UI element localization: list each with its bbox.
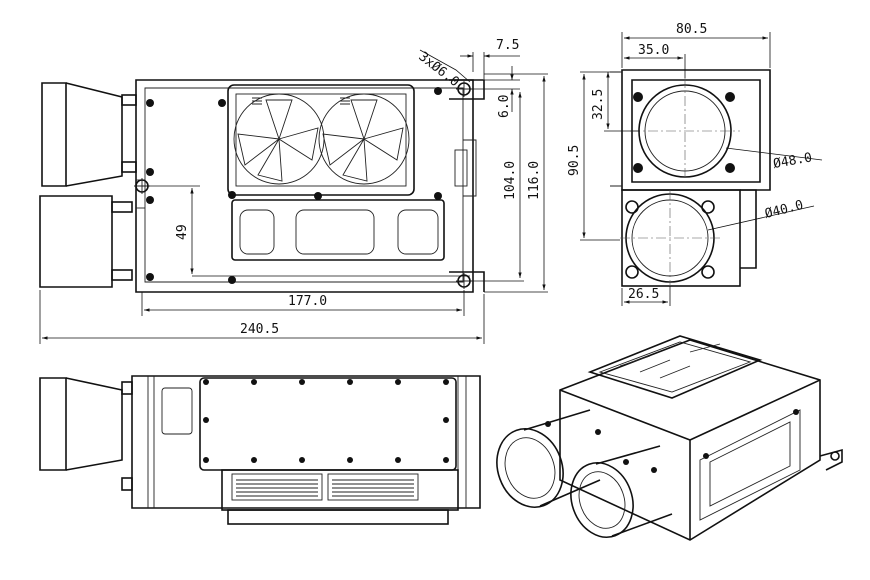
dim-lens-offset-y: 32.5 (591, 89, 606, 120)
dim-length-body: 177.0 (288, 294, 327, 309)
dim-lens-large: Ø48.0 (772, 150, 813, 172)
top-view (39, 79, 485, 293)
dim-lower-offset: 49 (175, 224, 190, 240)
dim-lens-offset-x: 35.0 (638, 43, 669, 58)
dim-lens-small: Ø40.0 (763, 198, 805, 222)
side-view (39, 375, 481, 525)
isometric-view (496, 335, 843, 541)
front-view-dimensions: 80.5 35.0 32.5 90.5 Ø48.0 Ø40.0 26.5 (567, 22, 823, 306)
dim-width-side: 90.5 (567, 145, 582, 176)
dim-height-total: 116.0 (527, 161, 542, 200)
dim-hole-offset-x: 7.5 (496, 38, 519, 53)
dim-width-total: 80.5 (676, 22, 707, 37)
front-view (610, 69, 771, 287)
dim-length-total: 240.5 (240, 322, 279, 337)
top-view-dimensions: 7.5 3xØ6.0 6.0 104.0 116.0 49 177.0 240.… (39, 38, 548, 344)
dim-height-inner: 104.0 (503, 161, 518, 200)
dim-hole-offset-y: 6.0 (497, 95, 512, 118)
dim-lens-small-offset: 26.5 (628, 287, 659, 302)
